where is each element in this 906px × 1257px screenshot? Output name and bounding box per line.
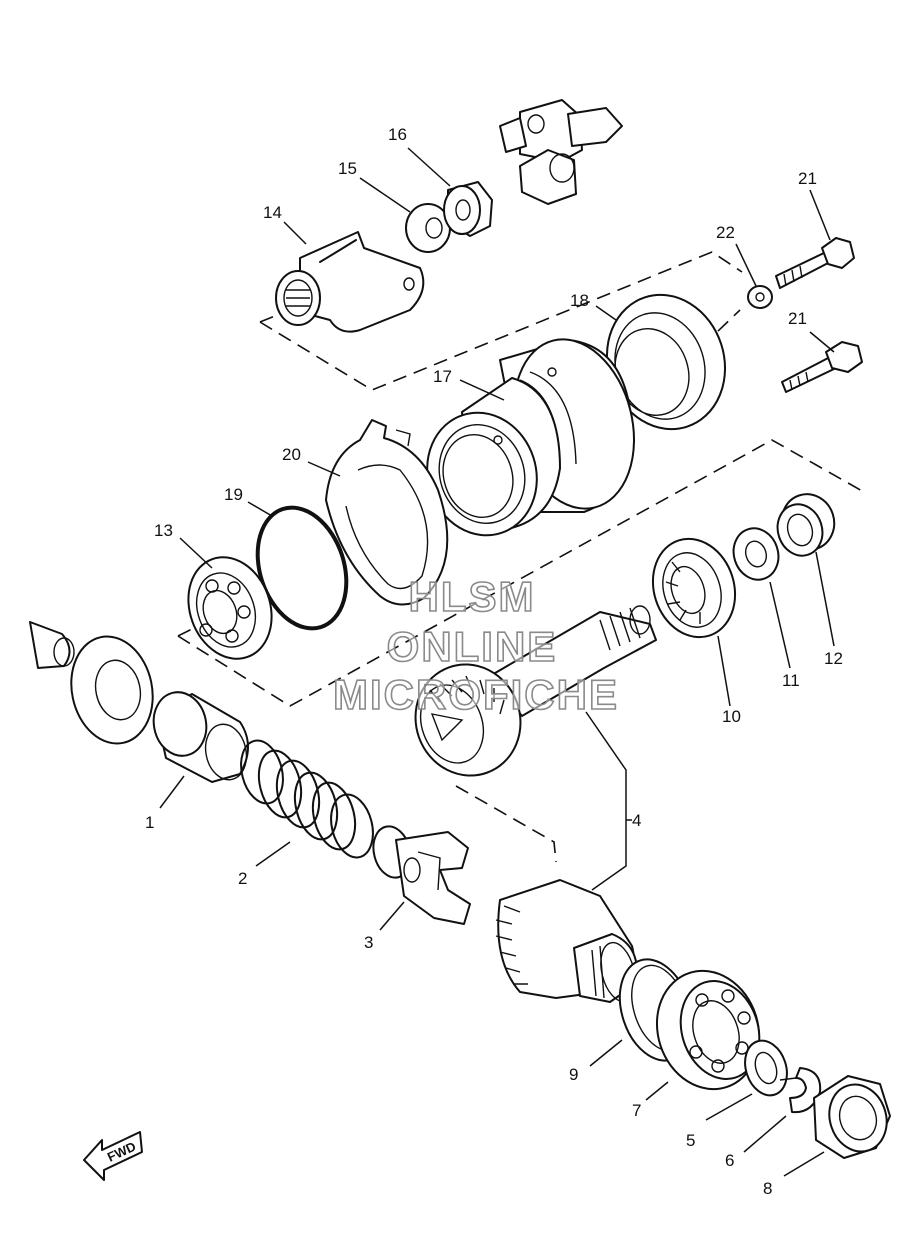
label-part-11: 11 [782, 671, 800, 690]
part-17-housing[interactable] [411, 327, 651, 550]
label-part-2: 2 [238, 869, 247, 888]
fwd-arrow-icon: FWD [83, 1131, 143, 1181]
part-22-washer[interactable] [747, 285, 773, 309]
part-15-washer[interactable] [405, 203, 451, 253]
bearing-left [70, 635, 154, 745]
label-part-18: 18 [570, 291, 589, 310]
part-7-bearing[interactable] [642, 957, 774, 1102]
part-12-bushing[interactable] [771, 487, 841, 561]
part-5-washer[interactable] [738, 1035, 793, 1101]
label-part-15: 15 [338, 159, 357, 178]
label-part-21b: 21 [788, 309, 807, 328]
watermark-line-2: ONLINE [387, 623, 558, 670]
universal-joint [499, 99, 623, 205]
label-part-12: 12 [824, 649, 843, 668]
watermark-line-1: HLSM [409, 573, 536, 620]
label-part-3: 3 [364, 933, 373, 952]
label-part-21a: 21 [798, 169, 817, 188]
label-part-20: 20 [282, 445, 301, 464]
watermark-line-3: MICROFICHE [333, 671, 619, 718]
label-part-6: 6 [725, 1151, 734, 1170]
label-part-7: 7 [632, 1101, 641, 1120]
part-labels: 1 2 3 4 5 6 7 8 9 10 11 12 13 14 15 16 1… [145, 125, 843, 1198]
part-4-bevel-gear[interactable] [495, 879, 641, 1005]
part-6-lock[interactable] [779, 1067, 822, 1114]
label-part-10: 10 [722, 707, 741, 726]
leader-lines [159, 147, 835, 1177]
part-8-nut[interactable] [813, 1075, 895, 1159]
label-part-19: 19 [224, 485, 243, 504]
part-21a-bolt[interactable] [775, 237, 855, 289]
watermark: HLSM ONLINE MICROFICHE [332, 572, 619, 719]
part-3-clutch[interactable] [368, 822, 471, 925]
label-part-8: 8 [763, 1179, 772, 1198]
label-part-4: 4 [632, 811, 641, 830]
part-14-yoke[interactable] [275, 231, 425, 333]
shaft-stub [29, 621, 75, 669]
part-11-washer[interactable] [727, 522, 785, 585]
label-part-17: 17 [433, 367, 452, 386]
part-1-sleeve[interactable] [148, 687, 251, 783]
label-part-22: 22 [716, 223, 735, 242]
part-13-bearing[interactable] [175, 545, 286, 670]
label-part-5: 5 [686, 1131, 695, 1150]
part-18-ring[interactable] [590, 279, 742, 444]
label-part-13: 13 [154, 521, 173, 540]
label-part-1: 1 [145, 813, 154, 832]
part-21b-bolt[interactable] [781, 341, 863, 393]
part-4-pinion-shaft[interactable] [400, 605, 657, 790]
label-part-14: 14 [263, 203, 282, 222]
part-20-plate[interactable] [325, 419, 449, 606]
part-2-spring[interactable] [235, 736, 379, 862]
part-10-bearing[interactable] [641, 528, 748, 648]
label-part-9: 9 [569, 1065, 578, 1084]
label-part-16: 16 [388, 125, 407, 144]
part-16-nut[interactable] [443, 181, 493, 237]
